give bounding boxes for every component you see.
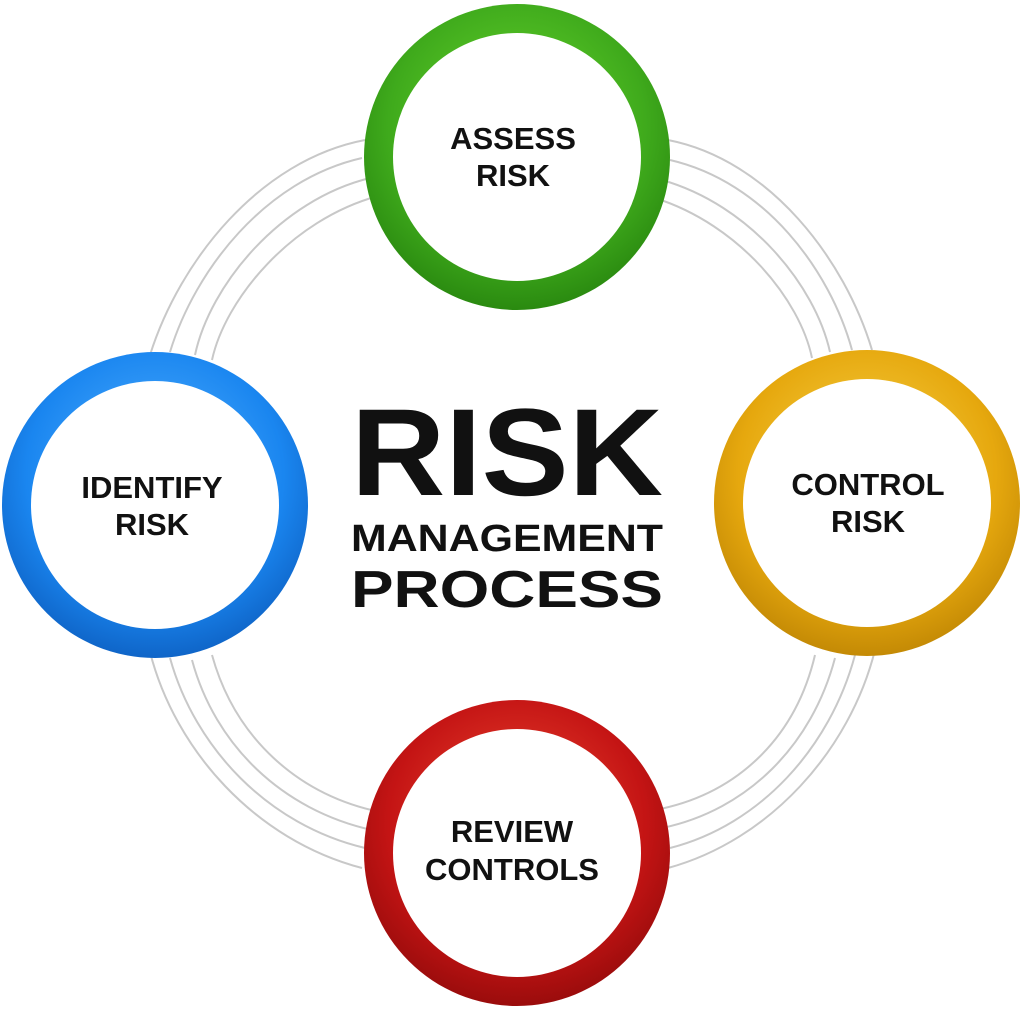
connector-line — [667, 139, 873, 351]
connector-line — [669, 654, 856, 849]
node-label: CONTROL — [791, 467, 944, 502]
connector-lines — [149, 139, 876, 869]
node-identify-risk: IDENTIFY RISK — [2, 352, 308, 658]
node-center — [31, 381, 279, 629]
diagram-title: RISK MANAGEMENT PROCESS — [351, 384, 663, 619]
node-center — [393, 33, 641, 281]
connector-line — [669, 159, 853, 351]
node-label: IDENTIFY — [81, 470, 223, 505]
connector-line — [169, 157, 363, 353]
node-center — [393, 729, 641, 977]
connector-line — [191, 659, 373, 831]
node-label: RISK — [476, 158, 551, 193]
node-label: CONTROLS — [425, 852, 599, 887]
connector-line — [667, 649, 876, 869]
connector-line — [211, 654, 381, 813]
node-label: RISK — [831, 504, 906, 539]
connector-line — [211, 195, 379, 361]
connector-line — [654, 197, 813, 359]
node-assess-risk: ASSESS RISK — [364, 4, 670, 310]
connector-line — [661, 179, 831, 353]
title-line-2: MANAGEMENT — [351, 518, 663, 560]
node-review-controls: REVIEW CONTROLS — [364, 700, 670, 1006]
connector-line — [661, 657, 836, 829]
node-label: RISK — [115, 507, 190, 542]
connector-line — [149, 139, 366, 356]
title-main: RISK — [351, 384, 663, 522]
node-center — [743, 379, 991, 627]
node-label: REVIEW — [451, 814, 574, 849]
node-label: ASSESS — [450, 121, 576, 156]
title-line-3: PROCESS — [351, 561, 663, 619]
connector-line — [194, 177, 371, 356]
node-control-risk: CONTROL RISK — [714, 350, 1020, 656]
connector-line — [169, 657, 366, 849]
connector-line — [654, 654, 816, 811]
connector-line — [149, 651, 363, 869]
